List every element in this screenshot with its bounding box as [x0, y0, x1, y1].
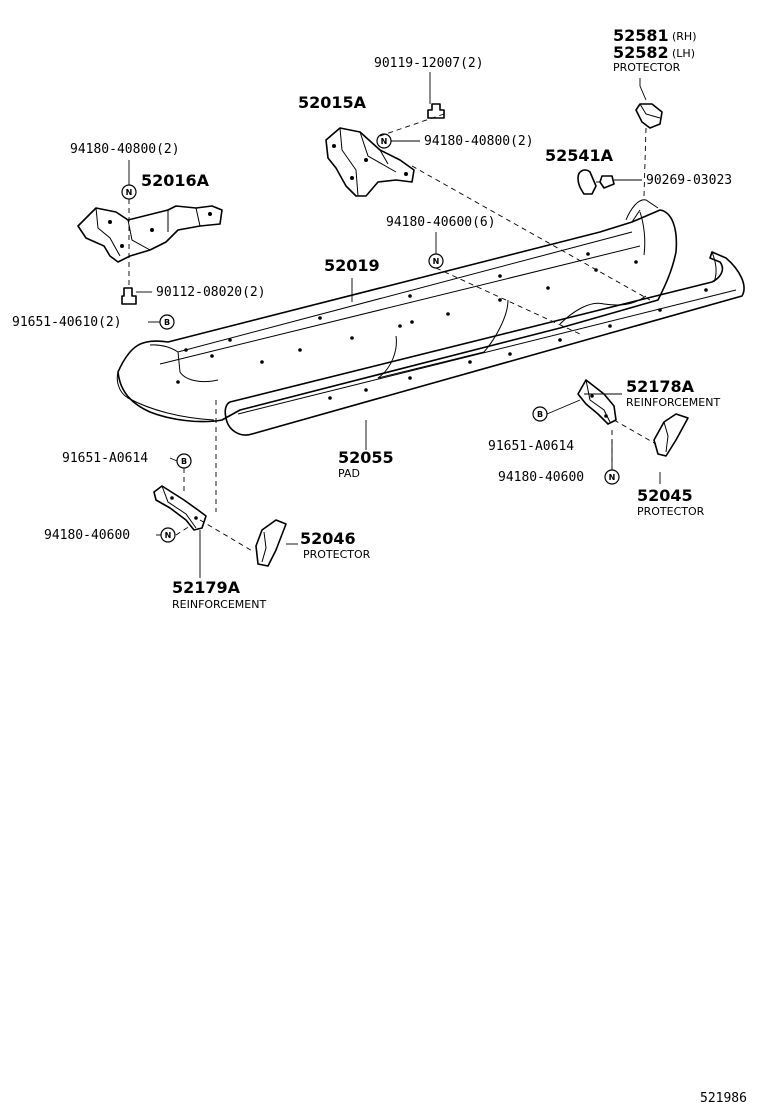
svg-text:N: N — [433, 257, 440, 266]
label-91651-a0614-right: 91651-A0614 — [488, 439, 574, 454]
bracket-52016a — [77, 205, 223, 263]
label-52046: 52046 PROTECTOR — [300, 529, 371, 561]
label-52045: 52045 PROTECTOR — [637, 486, 705, 518]
bolt-badge-icon: B — [159, 314, 175, 330]
svg-text:B: B — [537, 410, 543, 419]
svg-text:B: B — [164, 318, 170, 327]
label-90112: 90112-08020(2) — [156, 285, 266, 300]
label-94180-40600-six: 94180-40600(6) — [386, 215, 496, 230]
nut-icon: N — [160, 527, 176, 543]
svg-text:N: N — [609, 473, 616, 482]
svg-text:N: N — [381, 137, 388, 146]
label-90119: 90119-12007(2) — [374, 56, 484, 71]
bolt-badge-icon: B — [176, 453, 192, 469]
label-52016a: 52016A — [141, 171, 210, 190]
label-94180-40800-right: 94180-40800(2) — [424, 134, 534, 149]
label-91651-a0614-left: 91651-A0614 — [62, 451, 148, 466]
label-91651-40610: 91651-40610(2) — [12, 315, 122, 330]
pad-52055 — [224, 251, 745, 436]
bolt-badge-icon: B — [532, 406, 548, 422]
reinforcement-52179a — [153, 485, 207, 531]
label-52541a: 52541A — [545, 146, 614, 165]
diagram-id: 521986 — [700, 1091, 747, 1106]
svg-text:REINFORCEMENT: REINFORCEMENT — [172, 598, 266, 611]
nut-icon: N — [604, 469, 620, 485]
svg-text:N: N — [126, 188, 133, 197]
label-94180-40600-left: 94180-40600 — [44, 528, 130, 543]
bracket-52015a — [325, 127, 415, 197]
nut-icon: N — [428, 253, 444, 269]
svg-text:N: N — [165, 531, 172, 540]
svg-text:52045: 52045 — [637, 486, 693, 505]
label-52178a: 52178A REINFORCEMENT — [626, 377, 720, 409]
part-52541a — [577, 169, 597, 195]
svg-text:(RH): (RH) — [672, 30, 697, 43]
bolt-90112 — [121, 287, 137, 305]
label-52582: 52582 (LH) PROTECTOR — [613, 43, 695, 74]
svg-text:B: B — [181, 457, 187, 466]
label-52015a: 52015A — [298, 93, 367, 112]
label-52055: 52055 PAD — [338, 448, 394, 480]
reinforcement-52178a — [577, 379, 617, 425]
svg-text:PAD: PAD — [338, 467, 360, 480]
protector-52581 — [635, 103, 663, 129]
svg-text:52046: 52046 — [300, 529, 356, 548]
label-52179a: 52179A REINFORCEMENT — [172, 578, 266, 611]
protector-52045 — [653, 413, 689, 457]
svg-text:52179A: 52179A — [172, 578, 241, 597]
svg-text:52581: 52581 — [613, 26, 669, 45]
label-94180-40800-left: 94180-40800(2) — [70, 142, 180, 157]
svg-text:PROTECTOR: PROTECTOR — [637, 505, 705, 518]
bumper-cover-52019 — [116, 199, 678, 423]
svg-text:(LH): (LH) — [672, 47, 695, 60]
svg-text:52055: 52055 — [338, 448, 394, 467]
label-52019: 52019 — [324, 256, 380, 275]
protector-52046 — [255, 519, 287, 567]
clip-90269 — [599, 175, 615, 189]
svg-text:REINFORCEMENT: REINFORCEMENT — [626, 396, 720, 409]
nut-icon: N — [376, 133, 392, 149]
leader-lines — [128, 72, 661, 578]
svg-text:PROTECTOR: PROTECTOR — [613, 61, 681, 74]
bolt-90119 — [427, 103, 445, 119]
assembly-lines — [128, 113, 657, 553]
nut-icon: N — [121, 184, 137, 200]
svg-text:PROTECTOR: PROTECTOR — [303, 548, 371, 561]
svg-text:52582: 52582 — [613, 43, 669, 62]
label-52581: 52581 (RH) — [613, 26, 697, 45]
label-94180-40600-right: 94180-40600 — [498, 470, 584, 485]
label-90269: 90269-03023 — [646, 173, 732, 188]
svg-text:52178A: 52178A — [626, 377, 695, 396]
